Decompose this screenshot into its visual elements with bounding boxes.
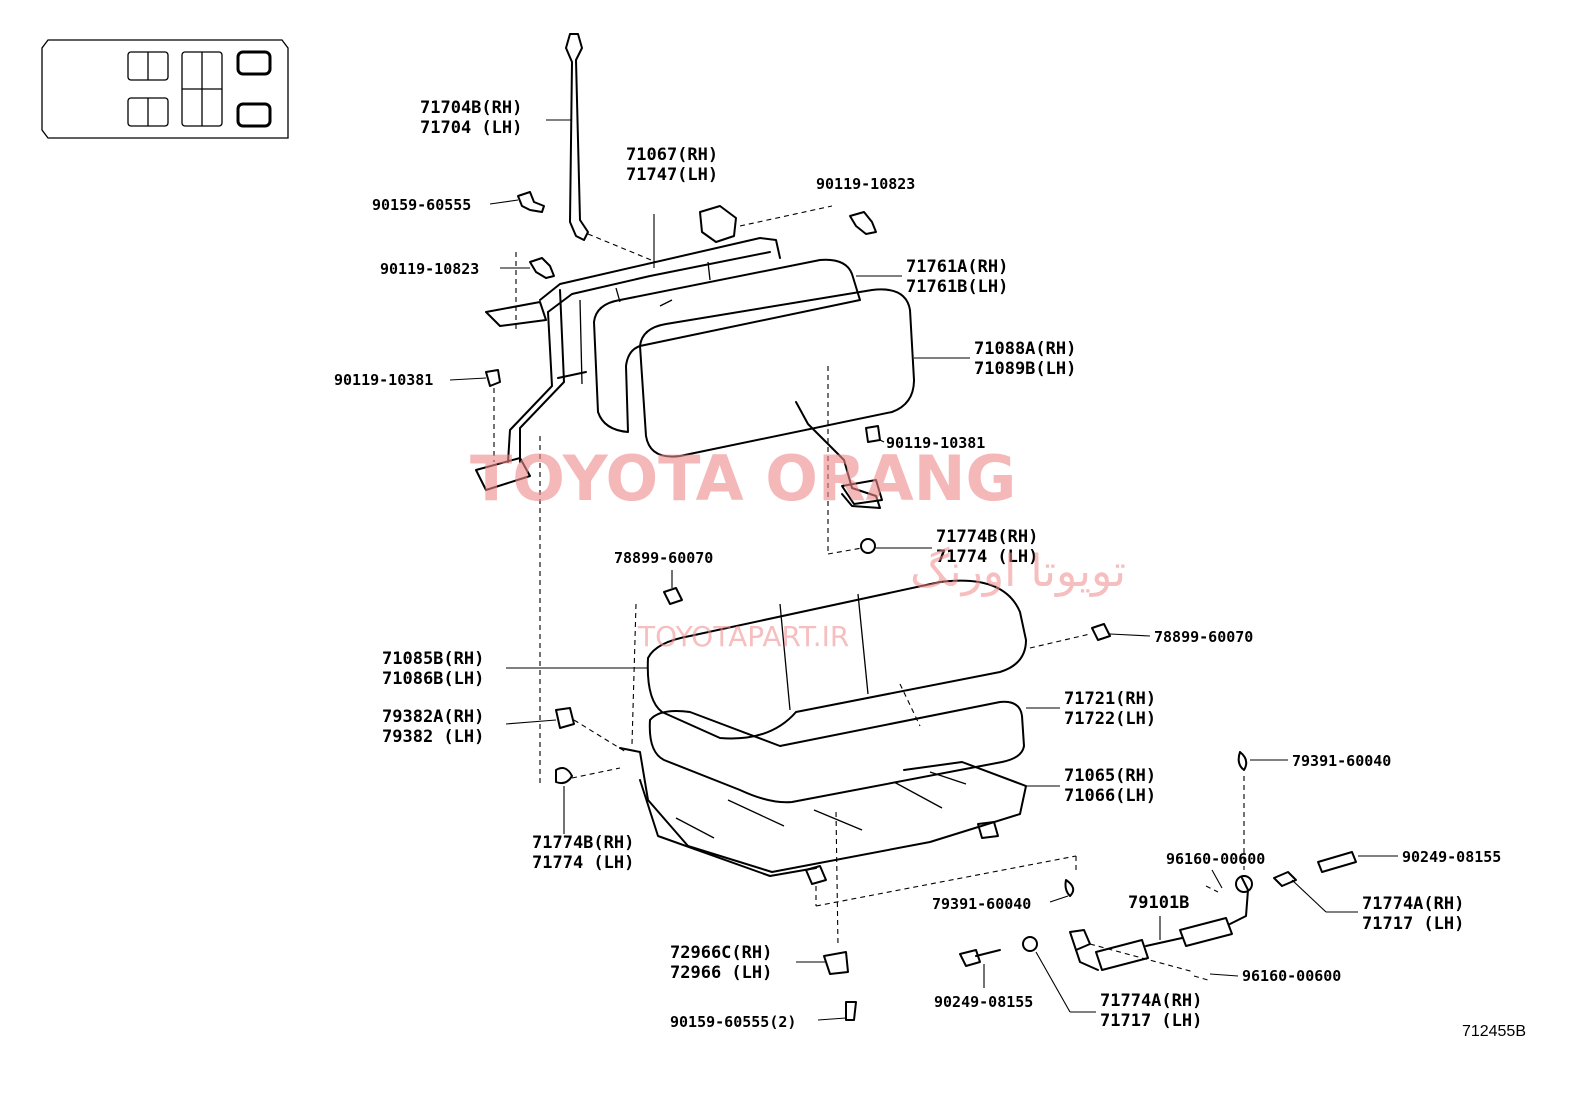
part-label-71774a-right: 71774A(RH)71717 (LH)	[1362, 894, 1464, 934]
part-label-79391a: 79391-60040	[1292, 752, 1391, 770]
part-label-90119-10823b: 90119-10823	[380, 260, 479, 278]
part-label-71721: 71721(RH)71722(LH)	[1064, 689, 1156, 729]
watermark-url: TOYOTAPART.IR	[637, 620, 849, 653]
part-label-line: 96160-00600	[1166, 850, 1265, 868]
watermark-brand: TOYOTA ORANG	[470, 442, 1016, 515]
part-label-90119-10381b: 90119-10381	[886, 434, 985, 452]
part-label-line: 79382 (LH)	[382, 727, 484, 747]
part-label-line: 96160-00600	[1242, 967, 1341, 985]
part-label-90249b: 90249-08155	[934, 993, 1033, 1011]
part-label-line: 78899-60070	[614, 549, 713, 567]
part-label-71704b: 71704B(RH)71704 (LH)	[420, 98, 522, 138]
seat-position-key	[41, 39, 289, 139]
part-label-78899b: 78899-60070	[1154, 628, 1253, 646]
part-label-line: 90249-08155	[934, 993, 1033, 1011]
part-label-78899a: 78899-60070	[614, 549, 713, 567]
seat-back-strap	[565, 33, 657, 263]
part-label-line: 71086B(LH)	[382, 669, 484, 689]
watermark: TOYOTA ORANG تویوتا اورنگ TOYOTAPART.IR	[470, 442, 1126, 653]
part-label-90119-10823a: 90119-10823	[816, 175, 915, 193]
seat-back-frame	[475, 205, 781, 491]
part-label-line: 72966C(RH)	[670, 943, 772, 963]
part-label-79382: 79382A(RH)79382 (LH)	[382, 707, 484, 747]
part-label-line: 71067(RH)	[626, 145, 718, 165]
part-label-90249a: 90249-08155	[1402, 848, 1501, 866]
part-label-line: 90159-60555	[372, 196, 471, 214]
upper-fasteners	[485, 191, 1111, 641]
part-label-line: 71704B(RH)	[420, 98, 522, 118]
part-label-line: 71774 (LH)	[532, 853, 634, 873]
part-label-line: 71717 (LH)	[1100, 1011, 1202, 1031]
part-label-71088: 71088A(RH)71089B(LH)	[974, 339, 1076, 379]
part-label-line: 90249-08155	[1402, 848, 1501, 866]
part-label-line: 71722(LH)	[1064, 709, 1156, 729]
part-label-line: 90119-10823	[816, 175, 915, 193]
part-label-90159b: 90159-60555(2)	[670, 1013, 796, 1031]
leader-lines	[449, 119, 1398, 1021]
seat-back-pad	[593, 258, 861, 433]
part-label-96160b: 96160-00600	[1242, 967, 1341, 985]
part-label-79391b: 79391-60040	[932, 895, 1031, 913]
part-label-71065: 71065(RH)71066(LH)	[1064, 766, 1156, 806]
part-label-71067: 71067(RH)71747(LH)	[626, 145, 718, 185]
part-label-79101b: 79101B	[1128, 893, 1189, 913]
part-label-line: 90119-10381	[886, 434, 985, 452]
part-label-line: 72966 (LH)	[670, 963, 772, 983]
part-label-line: 71774A(RH)	[1100, 991, 1202, 1011]
seat-back-cover	[639, 288, 915, 509]
part-label-line: 71085B(RH)	[382, 649, 484, 669]
part-label-line: 71089B(LH)	[974, 359, 1076, 379]
part-label-line: 71088A(RH)	[974, 339, 1076, 359]
part-label-96160a: 96160-00600	[1166, 850, 1265, 868]
part-label-line: 79391-60040	[1292, 752, 1391, 770]
part-label-line: 71066(LH)	[1064, 786, 1156, 806]
part-label-71774a-bot: 71774A(RH)71717 (LH)	[1100, 991, 1202, 1031]
part-label-line: 78899-60070	[1154, 628, 1253, 646]
part-label-line: 71774 (LH)	[936, 547, 1038, 567]
part-label-line: 90119-10381	[334, 371, 433, 389]
part-label-line: 90119-10823	[380, 260, 479, 278]
part-label-line: 79382A(RH)	[382, 707, 484, 727]
part-label-line: 71717 (LH)	[1362, 914, 1464, 934]
seat-lock-cable	[959, 751, 1357, 971]
part-label-line: 71747(LH)	[626, 165, 718, 185]
part-label-90159a: 90159-60555	[372, 196, 471, 214]
part-label-line: 71774A(RH)	[1362, 894, 1464, 914]
diagram-code: 712455B	[1462, 1023, 1526, 1040]
part-label-line: 71065(RH)	[1064, 766, 1156, 786]
part-label-line: 90159-60555(2)	[670, 1013, 796, 1031]
part-label-71774b-top: 71774B(RH)71774 (LH)	[936, 527, 1038, 567]
part-label-line: 71774B(RH)	[532, 833, 634, 853]
part-label-71774b-bot: 71774B(RH)71774 (LH)	[532, 833, 634, 873]
part-label-71761: 71761A(RH)71761B(LH)	[906, 257, 1008, 297]
part-label-line: 71704 (LH)	[420, 118, 522, 138]
part-label-line: 71761B(LH)	[906, 277, 1008, 297]
part-label-line: 71774B(RH)	[936, 527, 1038, 547]
part-label-line: 79391-60040	[932, 895, 1031, 913]
part-number-labels: 71704B(RH)71704 (LH) 71067(RH)71747(LH) 90…	[334, 98, 1501, 1031]
part-label-line: 71721(RH)	[1064, 689, 1156, 709]
guide-lines	[493, 205, 1245, 981]
seat-cushion-cover	[646, 579, 1027, 740]
part-label-71085: 71085B(RH)71086B(LH)	[382, 649, 484, 689]
clips	[555, 707, 857, 1021]
watermark-persian: تویوتا اورنگ	[910, 546, 1126, 597]
seat-cushion-frame	[619, 747, 1027, 885]
part-label-line: 71761A(RH)	[906, 257, 1008, 277]
part-label-line: 79101B	[1128, 893, 1189, 913]
part-label-90119-10381a: 90119-10381	[334, 371, 433, 389]
seat-cushion-pad	[648, 700, 1025, 804]
part-label-72966: 72966C(RH)72966 (LH)	[670, 943, 772, 983]
